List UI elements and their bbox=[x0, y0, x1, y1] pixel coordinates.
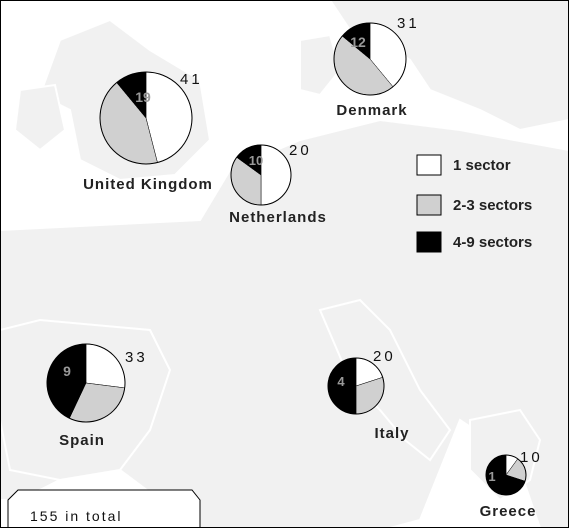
legend-label-many: 4-9 sectors bbox=[453, 234, 532, 251]
total-note: 155 in total bbox=[7, 489, 201, 528]
pie-italy-outline bbox=[327, 357, 385, 415]
pie-spain-one-count: 9 bbox=[63, 363, 71, 379]
pie-netherlands-outline bbox=[230, 144, 292, 206]
legend: 1 sector 2-3 sectors 4-9 sectors bbox=[416, 154, 532, 253]
total-note-frame bbox=[7, 489, 201, 528]
pie-netherlands-one-count: 10 bbox=[249, 153, 263, 168]
pie-italy-one-count: 4 bbox=[337, 374, 345, 389]
pie-uk-outline bbox=[99, 71, 193, 165]
country-label-italy: Italy bbox=[374, 425, 409, 442]
total-note-text: 155 in total bbox=[30, 508, 123, 524]
pie-uk-total: 41 bbox=[180, 71, 203, 88]
pie-greece-one-count: 1 bbox=[488, 469, 495, 484]
pie-netherlands-total: 20 bbox=[289, 142, 312, 159]
legend-swatch-mid bbox=[416, 194, 442, 216]
pie-denmark-one-count: 12 bbox=[350, 34, 366, 50]
pie-uk-one-count: 19 bbox=[135, 89, 151, 105]
pie-italy-total: 20 bbox=[373, 348, 396, 365]
pie-denmark-outline bbox=[333, 22, 407, 96]
pie-denmark-total: 31 bbox=[397, 15, 420, 32]
pie-greece-outline bbox=[485, 454, 527, 496]
pie-spain-total: 33 bbox=[125, 349, 148, 366]
legend-label-one: 1 sector bbox=[453, 157, 511, 174]
country-label-spain: Spain bbox=[59, 432, 105, 449]
pie-spain-outline bbox=[46, 343, 126, 423]
country-label-denmark: Denmark bbox=[336, 102, 407, 119]
denmark-land bbox=[299, 33, 342, 97]
legend-swatch-many bbox=[416, 231, 442, 253]
legend-swatch-one bbox=[416, 154, 442, 176]
legend-label-mid: 2-3 sectors bbox=[453, 197, 532, 214]
country-label-netherlands: Netherlands bbox=[229, 209, 327, 226]
ireland-land bbox=[13, 83, 67, 152]
pie-greece-total: 10 bbox=[520, 449, 543, 466]
country-label-greece: Greece bbox=[480, 503, 537, 520]
country-label-uk: United Kingdom bbox=[83, 176, 213, 193]
